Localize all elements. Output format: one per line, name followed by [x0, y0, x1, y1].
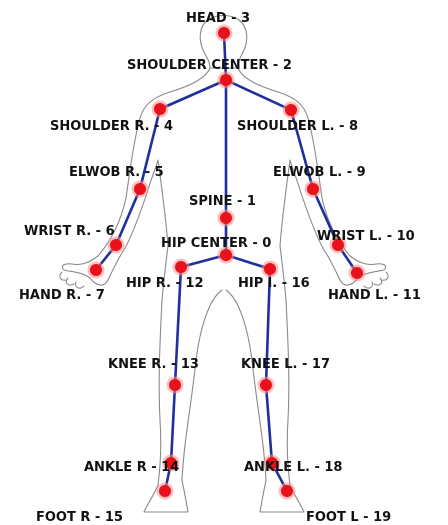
label-foot-l: FOOT L - 19: [306, 510, 391, 525]
joint-dot: [351, 267, 363, 279]
joint-dot: [169, 379, 181, 391]
label-hip-center: HIP CENTER - 0: [161, 236, 271, 251]
joint-dot: [260, 379, 272, 391]
label-knee-r: KNEE R. - 13: [108, 357, 199, 372]
label-shoulder-l: SHOULDER L. - 8: [237, 119, 358, 134]
label-hip-r: HIP R. - 12: [126, 276, 204, 291]
body-outline: [60, 16, 388, 513]
joint-dot: [154, 103, 166, 115]
joint-spine: [218, 210, 235, 227]
joint-shoulder-center: [218, 72, 235, 89]
bone-knee-r-to-ankle-r: [171, 385, 175, 463]
joint-dot: [281, 485, 293, 497]
joint-dot: [285, 104, 297, 116]
bone-shoulder-center-to-shoulder-r: [160, 80, 226, 109]
joint-hip-r: [173, 259, 190, 276]
bone-knee-l-to-ankle-l: [266, 385, 272, 463]
label-wrist-l: WRIST L. - 10: [317, 229, 415, 244]
label-hand-r: HAND R. - 7: [19, 288, 105, 303]
joint-dot: [90, 264, 102, 276]
joint-dot: [307, 183, 319, 195]
label-head: HEAD - 3: [186, 11, 250, 26]
left-hand-fingers: [364, 272, 388, 288]
label-spine: SPINE - 1: [189, 194, 256, 209]
joint-elwob-l: [305, 181, 322, 198]
label-shoulder-center: SHOULDER CENTER - 2: [127, 58, 292, 73]
label-foot-r: FOOT R - 15: [36, 510, 123, 525]
joint-dot: [134, 183, 146, 195]
label-elwob-r: ELWOB R. - 5: [69, 165, 164, 180]
right-leg-outline: [144, 290, 222, 512]
joint-shoulder-r: [152, 101, 169, 118]
joint-hand-l: [349, 265, 366, 282]
joint-dot: [264, 263, 276, 275]
joint-knee-r: [167, 377, 184, 394]
joint-wrist-r: [108, 237, 125, 254]
joint-dot: [220, 74, 232, 86]
label-wrist-r: WRIST R. - 6: [24, 224, 115, 239]
joint-dot: [220, 212, 232, 224]
label-knee-l: KNEE L. - 17: [241, 357, 330, 372]
label-ankle-r: ANKLE R - 14: [84, 460, 179, 475]
joint-dot: [110, 239, 122, 251]
joint-head: [216, 25, 233, 42]
joint-dot: [218, 27, 230, 39]
joint-knee-l: [258, 377, 275, 394]
right-hand-fingers: [60, 272, 84, 288]
joint-hip-l: [262, 261, 279, 278]
joint-foot-l: [279, 483, 296, 500]
label-ankle-l: ANKLE L. - 18: [244, 460, 342, 475]
bone-elwob-r-to-wrist-r: [116, 189, 140, 245]
label-hip-l: HIP l. - 16: [238, 276, 310, 291]
joint-dot: [159, 485, 171, 497]
joint-dot: [175, 261, 187, 273]
label-hand-l: HAND L. - 11: [328, 288, 421, 303]
label-shoulder-r: SHOULDER R. - 4: [50, 119, 173, 134]
joint-shoulder-l: [283, 102, 300, 119]
label-elwob-l: ELWOB L. - 9: [273, 165, 366, 180]
joint-foot-r: [157, 483, 174, 500]
joint-elwob-r: [132, 181, 149, 198]
left-leg-outline: [226, 290, 304, 512]
joint-hand-r: [88, 262, 105, 279]
